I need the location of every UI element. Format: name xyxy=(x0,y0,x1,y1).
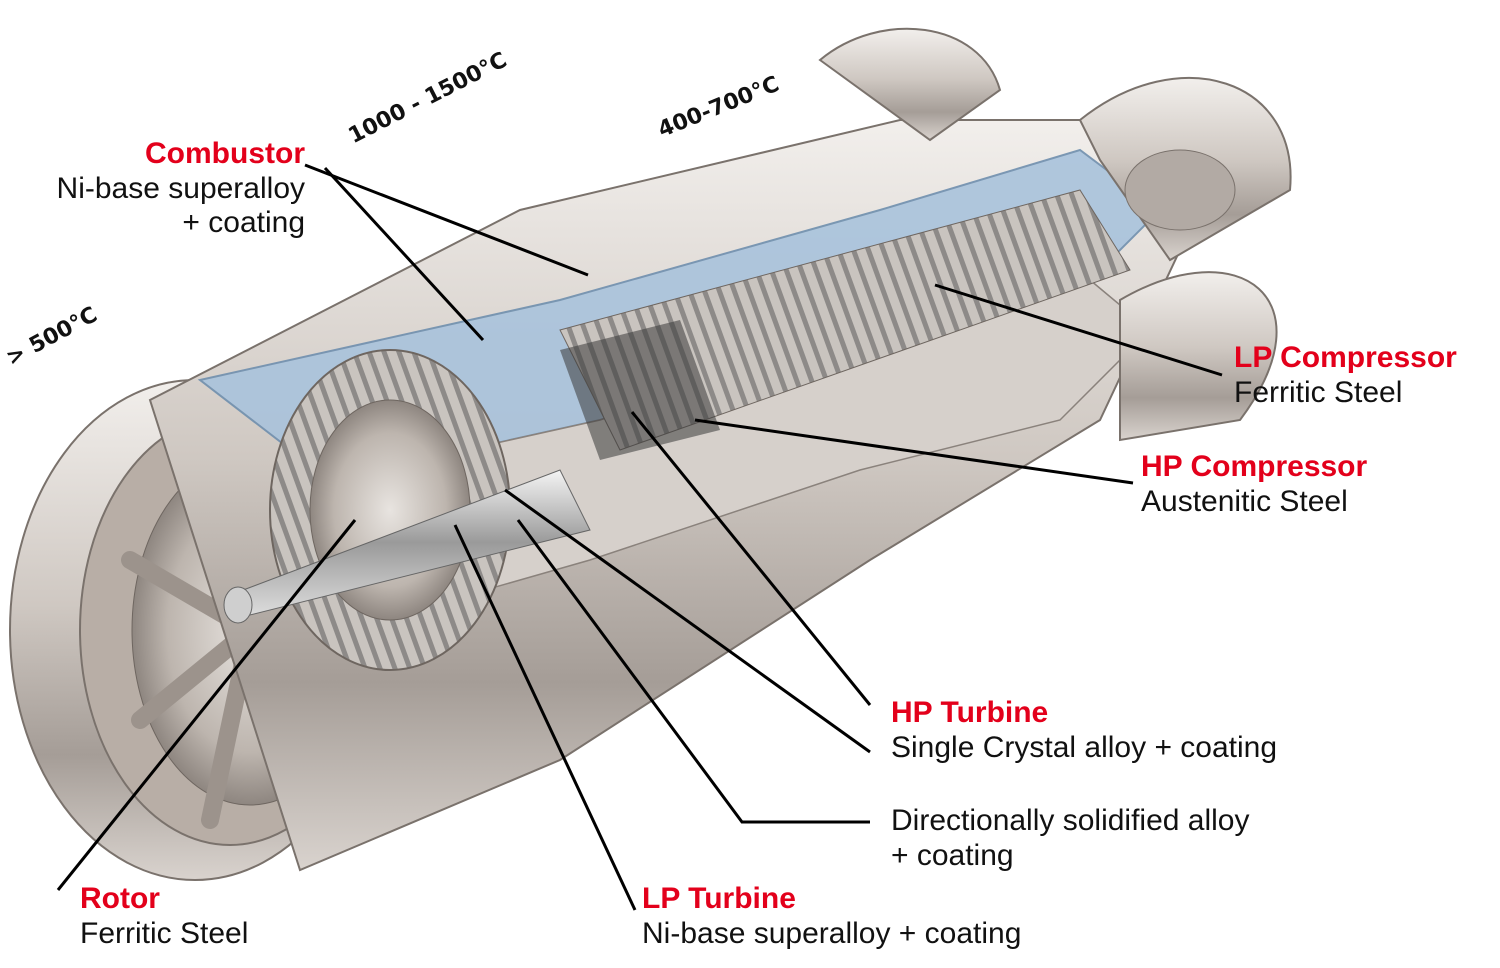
leader-ds-alloy xyxy=(516,519,870,824)
label-combustor-title: Combustor xyxy=(145,137,305,170)
label-hp-turbine: HP Turbine Single Crystal alloy + coatin… xyxy=(891,696,1277,765)
label-combustor: Combustor Ni-base superalloy + coating xyxy=(57,137,305,241)
leader-lp-compressor xyxy=(934,283,1223,377)
label-rotor: Rotor Ferritic Steel xyxy=(80,882,248,951)
label-lp-compressor: LP Compressor Ferritic Steel xyxy=(1234,341,1457,410)
label-lp-compressor-title: LP Compressor xyxy=(1234,341,1457,374)
leader-rotor xyxy=(56,519,357,891)
label-hp-compressor: HP Compressor Austenitic Steel xyxy=(1141,450,1367,519)
label-combustor-material-2: + coating xyxy=(182,206,305,239)
leader-combustor-b xyxy=(323,166,485,342)
label-ds-alloy-material-2: + coating xyxy=(891,838,1014,872)
label-lp-turbine-title: LP Turbine xyxy=(642,882,796,915)
rotor-shaft xyxy=(223,469,591,624)
compressor-drum xyxy=(559,189,1131,460)
label-hp-turbine-material: Single Crystal alloy + coating xyxy=(891,730,1278,764)
label-rotor-title: Rotor xyxy=(80,882,160,915)
label-rotor-material: Ferritic Steel xyxy=(80,916,249,950)
label-lp-compressor-material: Ferritic Steel xyxy=(1234,375,1403,409)
leader-hp-compressor xyxy=(694,418,1134,485)
leader-hp-turbine-a xyxy=(630,411,872,706)
leader-hp-turbine-b xyxy=(504,488,871,754)
label-ds-alloy: Directionally solidified alloy + coating xyxy=(891,804,1250,873)
label-combustor-material: Ni-base superalloy xyxy=(56,171,305,205)
leader-lp-turbine xyxy=(453,524,637,911)
leader-combustor-a xyxy=(304,163,589,277)
label-hp-turbine-title: HP Turbine xyxy=(891,696,1049,729)
label-hp-compressor-material: Austenitic Steel xyxy=(1141,484,1348,518)
label-ds-alloy-material: Directionally solidified alloy xyxy=(891,804,1250,837)
label-lp-turbine-material: Ni-base superalloy + coating xyxy=(642,916,1022,950)
intake-bell xyxy=(818,27,1292,442)
leader-lines xyxy=(56,163,1223,911)
label-hp-compressor-title: HP Compressor xyxy=(1141,450,1368,483)
label-lp-turbine: LP Turbine Ni-base superalloy + coating xyxy=(642,882,1021,951)
